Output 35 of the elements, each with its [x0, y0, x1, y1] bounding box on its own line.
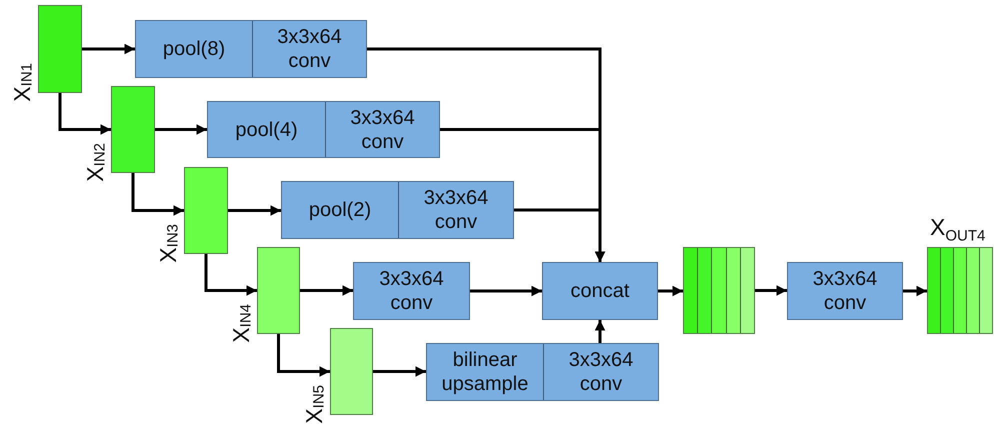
arrow [277, 334, 330, 377]
layer-label: 3x3x64 conv [252, 21, 366, 77]
layer-block [426, 343, 659, 401]
output-label: X$_{OUT4}$ [930, 216, 986, 244]
layer-label: 3x3x64 conv [325, 102, 439, 157]
arrow [658, 286, 683, 296]
arrow [132, 173, 184, 216]
operation-label: pool(2) [308, 198, 372, 223]
arrow [155, 124, 207, 135]
layer-label: 3x3x64 conv [378, 267, 445, 316]
layer-box [787, 262, 903, 320]
arrow [755, 285, 787, 296]
operation-label: pool(4) [234, 118, 299, 142]
arrow [470, 286, 542, 296]
layer-box [542, 262, 658, 320]
layer-label: 3x3x64 conv [812, 267, 878, 316]
layer-label: 3x3x64 conv [398, 182, 513, 238]
arrow [228, 205, 281, 216]
operation-label: bilinear upsample [440, 348, 530, 397]
feature-stack [683, 247, 755, 334]
arrow [594, 320, 606, 343]
arrow [58, 93, 111, 135]
arrow [373, 366, 426, 377]
operation-label: pool(8) [162, 37, 226, 62]
layer-block [207, 101, 440, 158]
arrow [82, 44, 135, 54]
arrow [300, 285, 353, 296]
layer-box [353, 262, 470, 320]
layer-label: concat [570, 279, 630, 304]
arrow [204, 254, 257, 296]
layer-block [281, 181, 514, 239]
arrow [903, 286, 927, 296]
arrow [514, 208, 606, 262]
layer-block [135, 20, 367, 78]
layer-label: 3x3x64 conv [543, 344, 658, 400]
